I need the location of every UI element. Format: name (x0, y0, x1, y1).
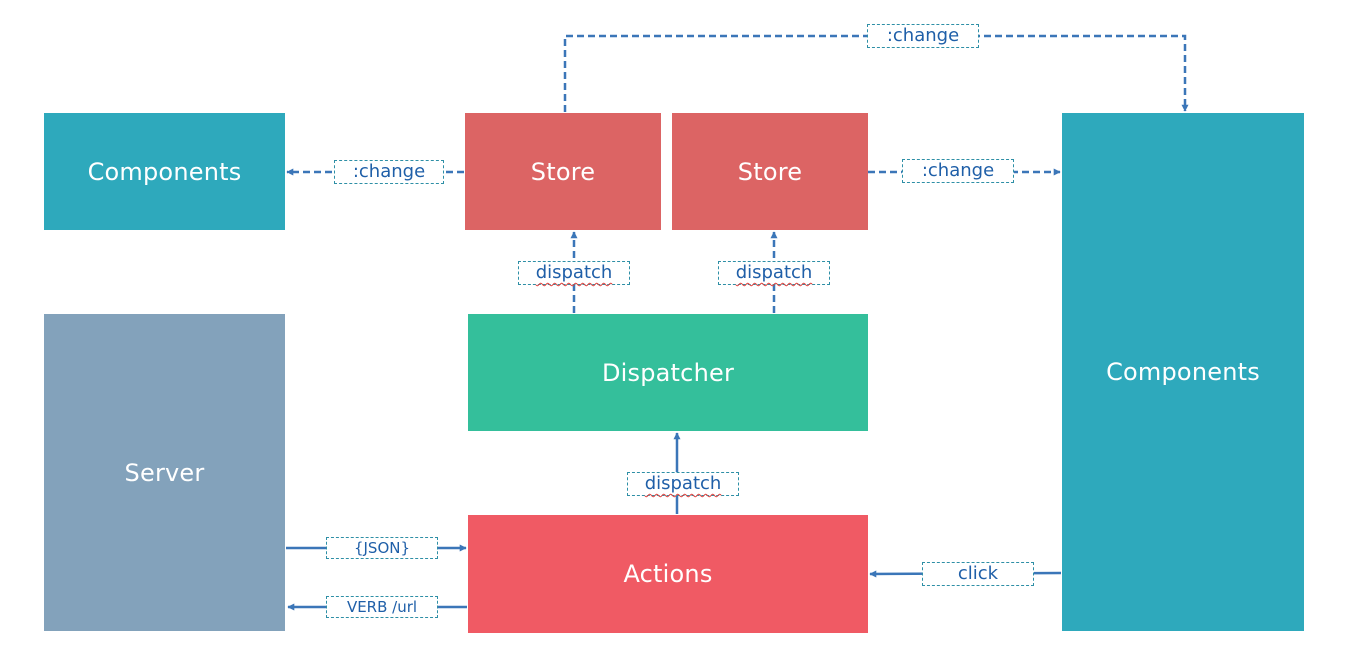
dispatch-store-left-label: dispatch (518, 261, 630, 285)
top-change-label: :change (867, 24, 979, 48)
components-left-label: Components (87, 157, 242, 186)
server-node: Server (44, 314, 285, 631)
dispatch-actions-label: dispatch (627, 472, 739, 496)
click-label: click (922, 562, 1034, 586)
components-right-node: Components (1062, 113, 1304, 631)
dispatcher-node: Dispatcher (468, 314, 868, 431)
json-label: {JSON} (326, 537, 438, 559)
components-left-node: Components (44, 113, 285, 230)
actions-label: Actions (623, 560, 713, 588)
dispatcher-label: Dispatcher (601, 358, 735, 387)
verb-label: VERB /url (326, 596, 438, 618)
store-right-node: Store (672, 113, 868, 230)
right-change-label: :change (902, 159, 1014, 183)
left-change-label: :change (334, 160, 444, 184)
server-label: Server (124, 458, 205, 487)
components-right-label: Components (1106, 358, 1260, 386)
store-left-label: Store (530, 157, 596, 186)
store-right-label: Store (737, 157, 803, 186)
store-left-node: Store (465, 113, 661, 230)
actions-node: Actions (468, 515, 868, 633)
dispatch-store-right-label: dispatch (718, 261, 830, 285)
